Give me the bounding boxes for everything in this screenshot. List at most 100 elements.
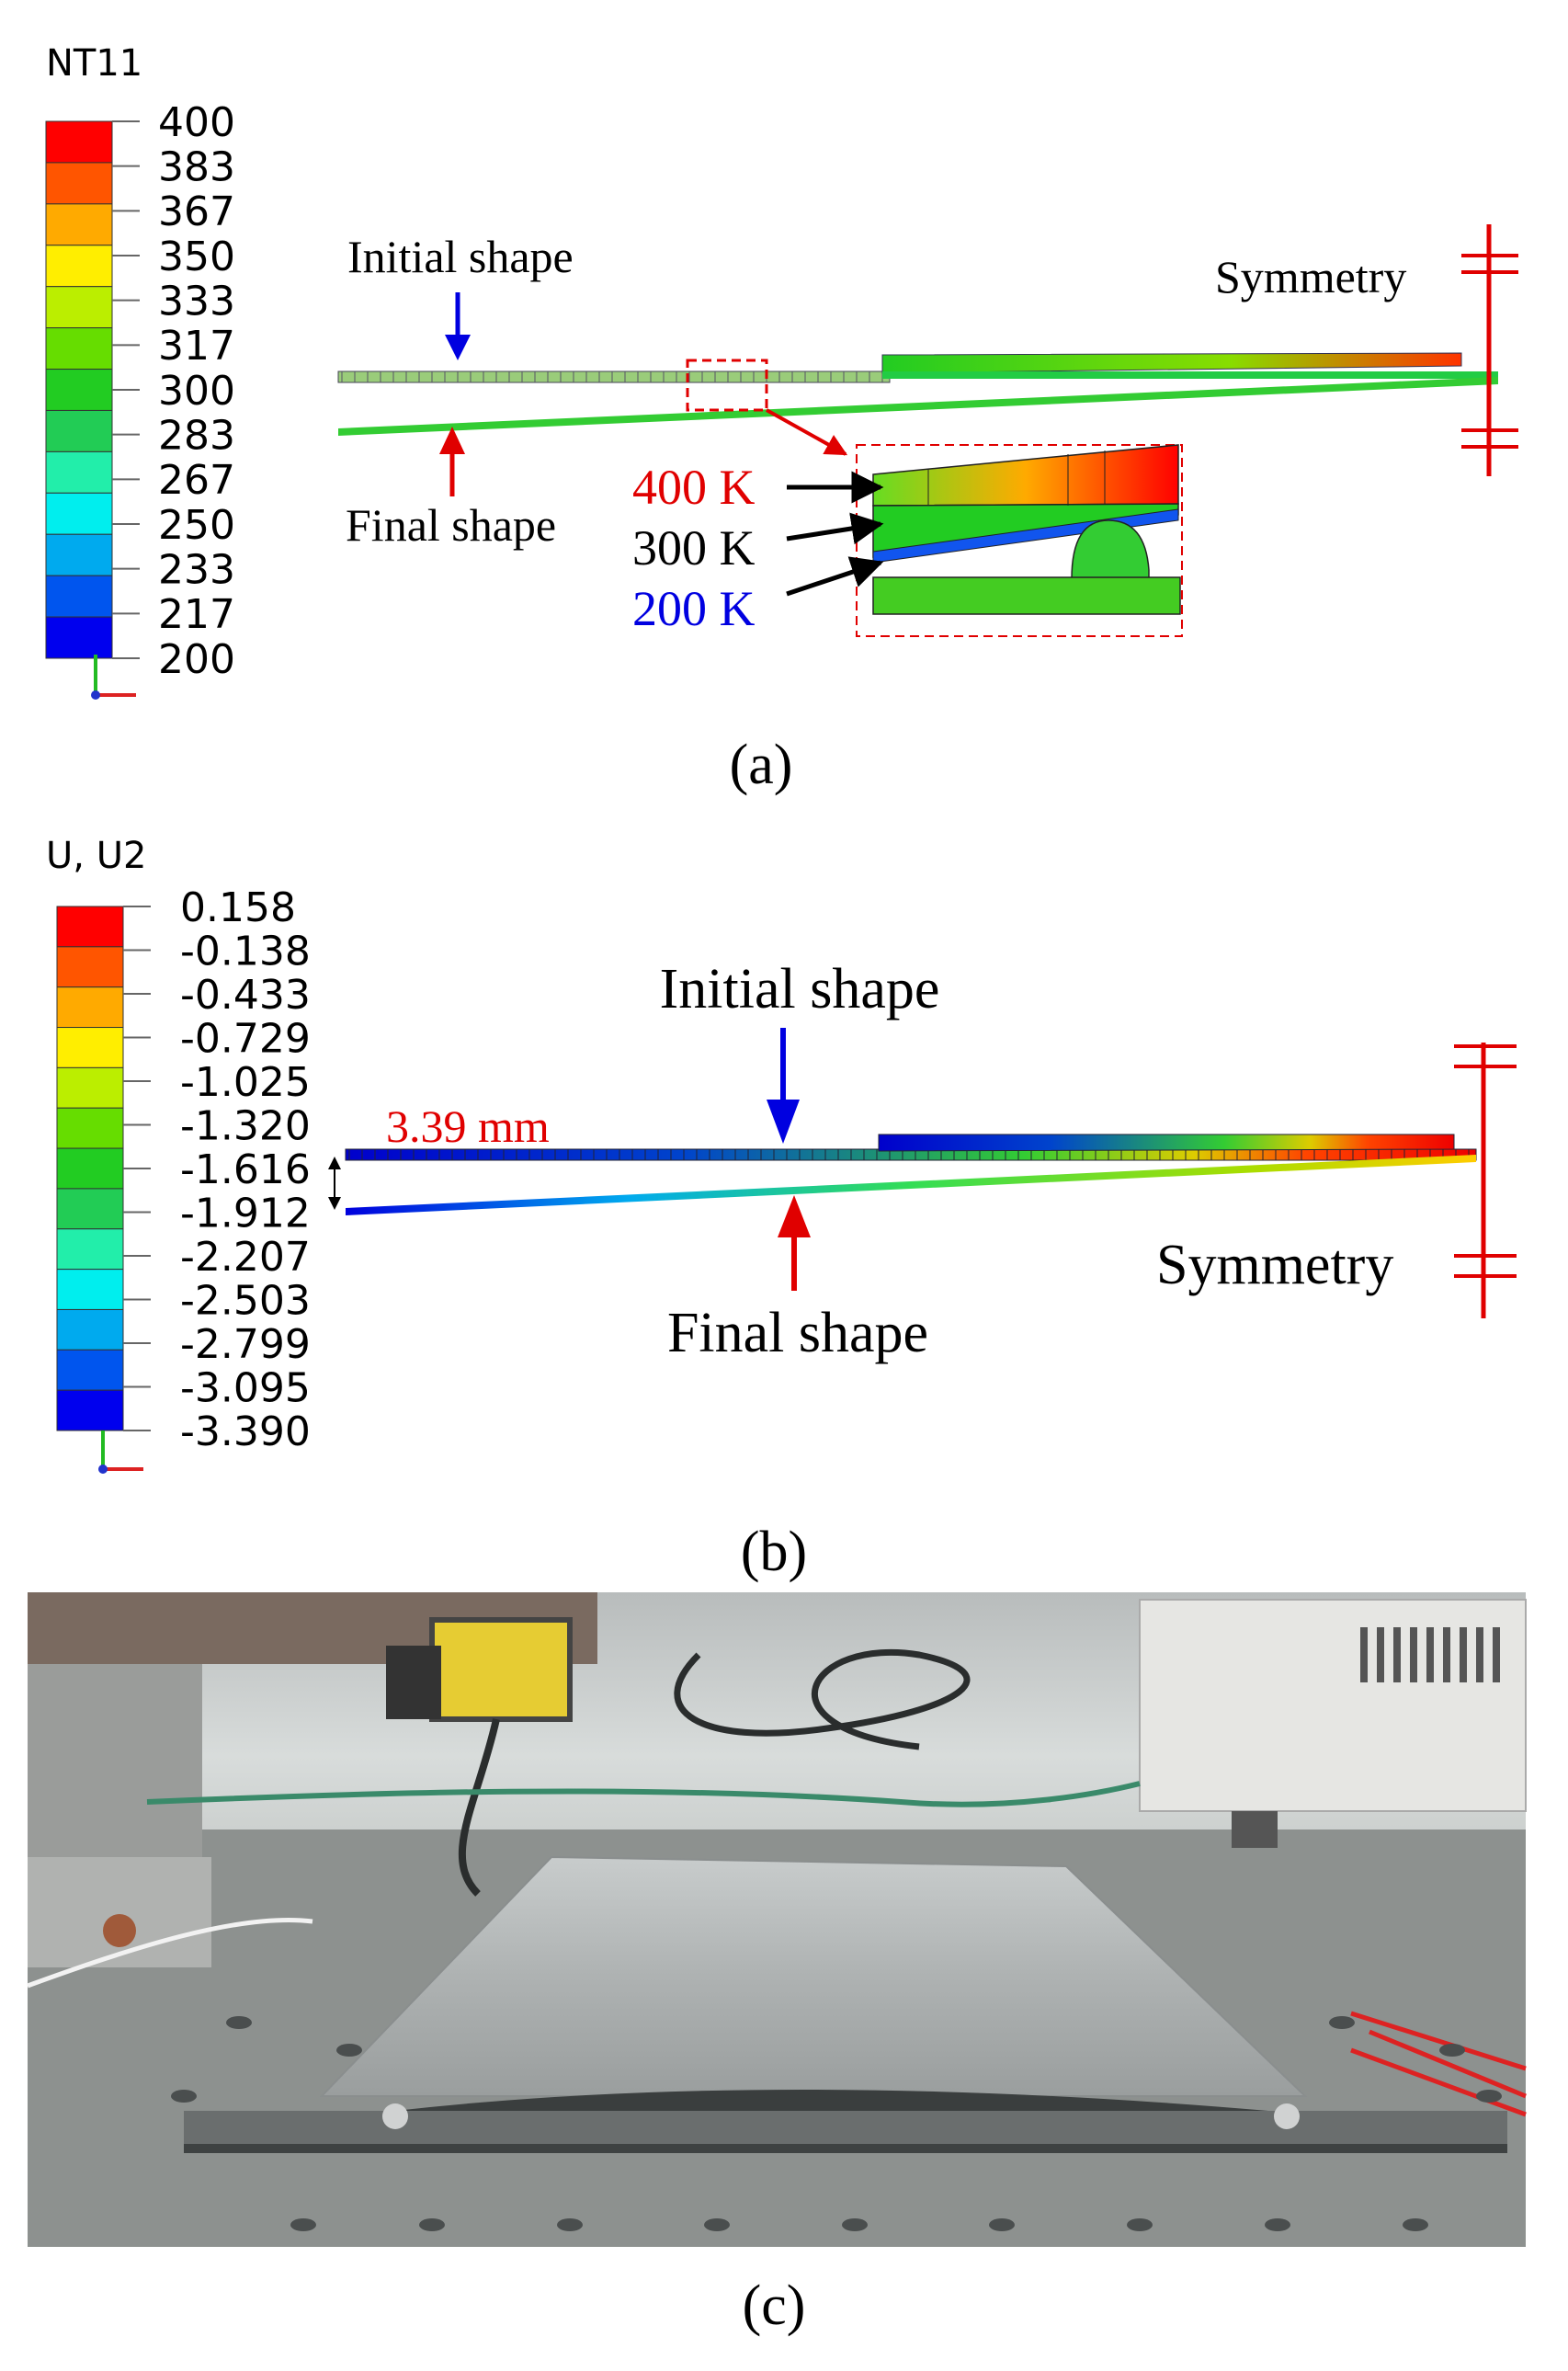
upper-plate-a	[881, 352, 1462, 374]
legend-a-swatch	[45, 575, 113, 618]
reference-line-a	[882, 371, 1498, 379]
table-hole	[1265, 2218, 1290, 2231]
legend-a-value-label: 283	[158, 413, 235, 460]
initial-shape-label-a: Initial shape	[347, 231, 574, 282]
legend-b-swatch	[56, 1107, 124, 1149]
legend-a-value-label: 367	[158, 188, 235, 235]
photo-pedestal	[28, 1857, 211, 1967]
initial-shape-plate-a	[337, 370, 891, 383]
legend-a-swatch	[45, 162, 113, 205]
deflection-dim-head-top	[328, 1157, 341, 1169]
zoom-bottom-layer	[872, 576, 1181, 615]
photo-pedestal-knob	[103, 1914, 136, 1947]
photo-machine-right	[1139, 1599, 1527, 1812]
vent-slot	[1393, 1627, 1401, 1682]
deflection-dim-head-bottom	[328, 1197, 341, 1210]
legend-a-swatch	[45, 327, 113, 370]
legend-a-value-label: 267	[158, 457, 235, 504]
zoom-inset-box-a	[856, 444, 1183, 637]
legend-a-swatch	[45, 533, 113, 576]
legend-a-swatch	[45, 286, 113, 329]
legend-b: 0.158-0.138-0.433-0.729-1.025-1.320-1.61…	[56, 884, 311, 1455]
initial-arrow-b-head	[767, 1100, 800, 1144]
legend-a-value-label: 250	[158, 502, 235, 549]
legend-b-value-label: -2.207	[180, 1234, 311, 1281]
symmetry-label-b: Symmetry	[1156, 1234, 1393, 1296]
table-hole	[226, 2016, 252, 2029]
table-hole	[419, 2218, 445, 2231]
photo-wire-2	[674, 1648, 971, 1750]
photo-column	[28, 1664, 202, 1894]
temp-arrow-300	[786, 512, 884, 545]
photo-laser-sensor	[429, 1617, 573, 1722]
final-shape-plate-b	[346, 1155, 1476, 1215]
legend-b-value-label: -0.138	[180, 928, 311, 975]
legend-b-value-label: -0.729	[180, 1015, 311, 1062]
legend-a-swatch	[45, 369, 113, 411]
final-arrow-b-head	[778, 1195, 811, 1237]
photo-base-plate-edge	[184, 2144, 1507, 2153]
symmetry-label-a: Symmetry	[1215, 251, 1406, 302]
vent-slot	[1360, 1627, 1368, 1682]
zoom-arrow-a	[766, 408, 848, 456]
legend-a-value-label: 300	[158, 368, 235, 415]
caption-b: (b)	[741, 1521, 807, 1583]
legend-b-swatch	[56, 1308, 124, 1351]
legend-b-title: U, U2	[46, 835, 146, 877]
zoom-source-box-a	[686, 359, 768, 412]
legend-b-value-label: -1.616	[180, 1146, 311, 1193]
photo-clamp-right	[1274, 2103, 1300, 2129]
legend-b-swatch	[56, 946, 124, 988]
table-hole	[842, 2218, 868, 2231]
legend-b-swatch	[56, 1349, 124, 1391]
legend-a-swatch	[45, 120, 113, 164]
caption-c: (c)	[743, 2274, 806, 2337]
photo-sample-sheet	[319, 1855, 1308, 2097]
deflection-label-b: 3.39 mm	[386, 1100, 550, 1152]
zoom-top-layer	[872, 444, 1179, 507]
legend-a-value-label: 383	[158, 144, 235, 191]
legend-a-swatch	[45, 245, 113, 288]
legend-a-value-label: 333	[158, 279, 235, 325]
legend-a-swatch	[45, 409, 113, 452]
initial-arrow-a-head	[445, 335, 471, 360]
table-hole	[171, 2090, 197, 2103]
photo-vents	[1360, 1627, 1500, 1682]
table-hole	[1476, 2090, 1502, 2103]
legend-b-value-label: -1.320	[180, 1102, 311, 1149]
table-hole	[290, 2218, 316, 2231]
vent-slot	[1377, 1627, 1384, 1682]
legend-b-value-label: -3.095	[180, 1364, 311, 1411]
table-hole	[1329, 2016, 1355, 2029]
photo-base-plate	[184, 2111, 1507, 2149]
legend-b-value-label: -3.390	[180, 1408, 311, 1455]
legend-a-swatch	[45, 450, 113, 494]
initial-shape-label-b: Initial shape	[660, 958, 940, 1020]
table-hole	[557, 2218, 583, 2231]
legend-b-swatch	[56, 906, 124, 948]
photo-white-wire	[27, 1917, 313, 1989]
legend-b-swatch	[56, 1389, 124, 1431]
legend-b-value-label: -1.025	[180, 1059, 311, 1106]
table-hole	[1127, 2218, 1153, 2231]
photo-wire-1	[458, 1718, 500, 1897]
upper-plate-b	[878, 1134, 1455, 1152]
vent-slot	[1410, 1627, 1417, 1682]
final-shape-plate-a	[338, 377, 1498, 436]
temp-label-400: 400 K	[632, 460, 756, 515]
vent-slot	[1426, 1627, 1434, 1682]
legend-b-value-label: -0.433	[180, 972, 311, 1019]
legend-a-swatch	[45, 616, 113, 659]
vent-slot	[1493, 1627, 1500, 1682]
legend-b-value-label: -2.799	[180, 1321, 311, 1368]
axis-triad-a	[91, 655, 136, 700]
legend-a-value-label: 217	[158, 591, 235, 638]
legend-b-swatch	[56, 1066, 124, 1109]
legend-a-value-label: 317	[158, 323, 235, 370]
legend-b-swatch	[56, 986, 124, 1029]
final-shape-label-b: Final shape	[667, 1302, 928, 1364]
mesh-a	[341, 371, 883, 382]
axis-triad-b	[98, 1431, 143, 1474]
